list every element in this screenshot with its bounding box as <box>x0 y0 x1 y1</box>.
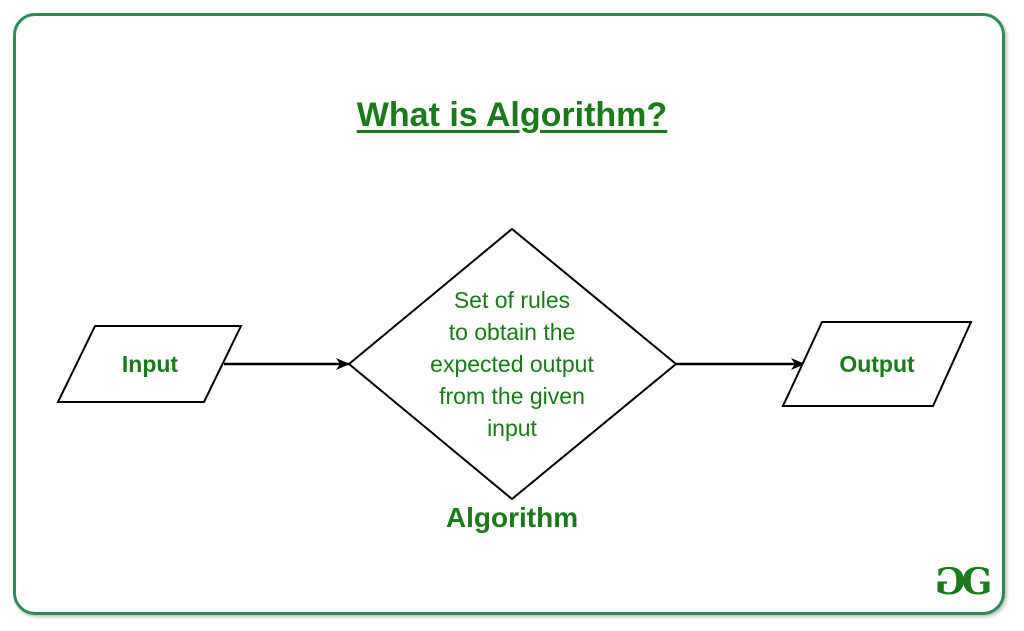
algorithm-node: Set of rules to obtain the expected outp… <box>347 227 678 501</box>
algorithm-description-line-1: Set of rules <box>454 287 570 313</box>
algorithm-description-line-2: to obtain the <box>449 319 576 345</box>
algorithm-description-line-4: from the given <box>439 383 585 409</box>
output-label: Output <box>839 351 915 377</box>
output-node: Output <box>781 321 973 407</box>
algorithm-description-line-3: expected output <box>430 351 594 377</box>
algorithm-diamond <box>347 227 678 501</box>
algorithm-description-line-5: input <box>487 415 537 441</box>
gfg-logo-right-glyph: G <box>962 561 993 603</box>
input-parallelogram <box>56 325 243 403</box>
algorithm-label: Algorithm <box>446 502 578 533</box>
gfg-logo: G G <box>935 561 993 603</box>
output-parallelogram <box>781 321 973 407</box>
page-title: What is Algorithm? <box>356 96 668 134</box>
gfg-logo-left-glyph: G <box>935 561 966 603</box>
input-label: Input <box>122 351 179 377</box>
input-node: Input <box>56 325 243 403</box>
